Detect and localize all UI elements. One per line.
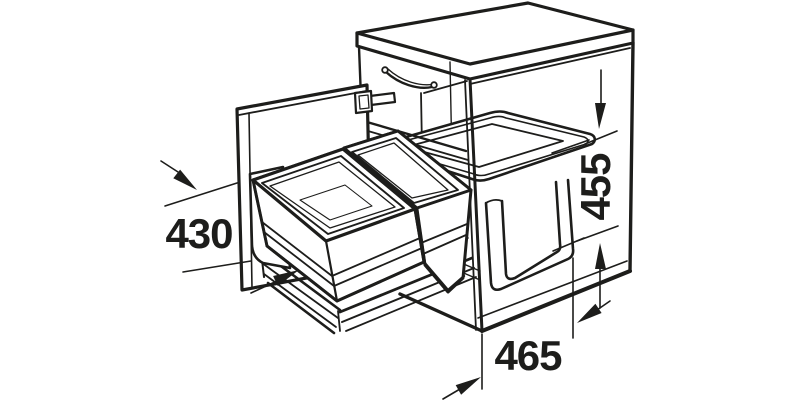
dimension-height: 455 [551,69,619,309]
waste-bin-front [248,147,426,303]
door-hinge [353,89,397,115]
arrowhead-height-bottom [595,243,606,269]
dimension-depth: 430 [160,160,299,294]
dimension-label-height: 455 [572,153,619,221]
waste-bin-rear [342,129,473,294]
arrowhead-depth-lower [273,270,299,286]
dimension-width: 465 [442,257,611,400]
u-frame [484,178,575,292]
arrowhead-height-top [595,103,606,129]
drawer-handle [381,66,438,89]
dimension-label-depth: 430 [165,210,232,257]
dimension-label-width: 465 [494,332,562,379]
arrowhead-width-left [455,377,481,395]
arrowhead-width-right [577,303,602,323]
cabinet-top [355,1,635,81]
arrowhead-depth-upper [173,169,197,190]
